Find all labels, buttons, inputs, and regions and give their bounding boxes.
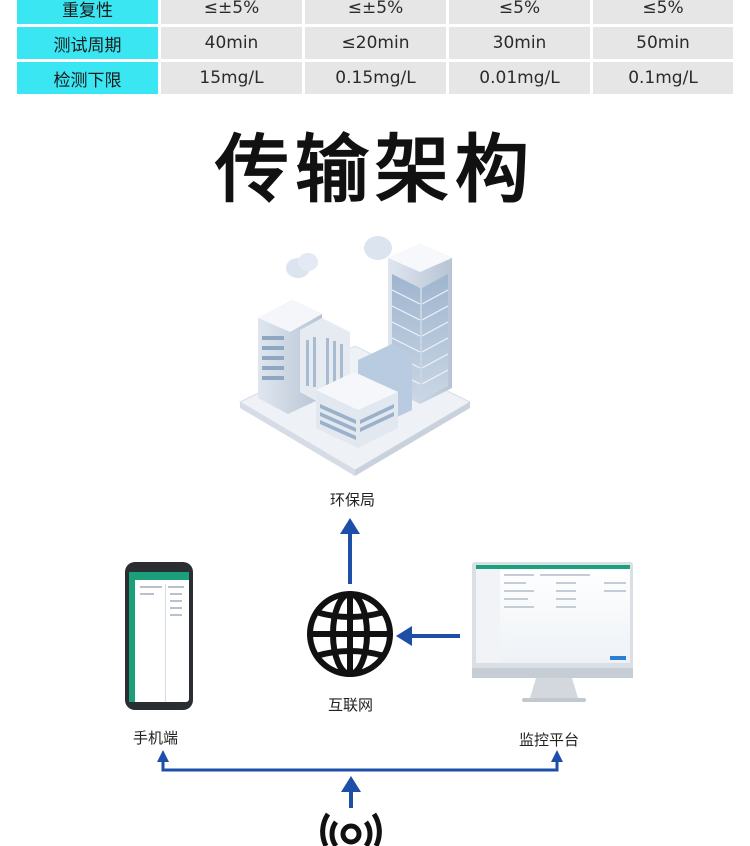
globe-icon (307, 591, 393, 677)
row-header-detection-limit: 检测下限 (17, 62, 158, 94)
table-cell: 30min (449, 27, 590, 59)
row-header-repeatability: 重复性 (17, 0, 158, 24)
table-row: 检测下限 15mg/L 0.15mg/L 0.01mg/L 0.1mg/L (17, 62, 737, 94)
arrow-platform-to-internet (396, 626, 460, 646)
table-cell: ≤±5% (161, 0, 302, 24)
section-title: 传输架构 (215, 127, 535, 213)
distribution-lines (157, 750, 563, 808)
table-cell: ≤±5% (305, 0, 446, 24)
table-cell: 40min (161, 27, 302, 59)
table-cell: ≤5% (449, 0, 590, 24)
table-cell: 50min (593, 27, 733, 59)
table-row: 重复性 ≤±5% ≤±5% ≤5% ≤5% (17, 0, 737, 24)
table-cell: 15mg/L (161, 62, 302, 94)
node-label-internet: 互联网 (328, 696, 374, 714)
row-header-test-cycle: 测试周期 (17, 27, 158, 59)
smartphone-icon (125, 562, 193, 710)
table-cell: ≤5% (593, 0, 733, 24)
node-label-mobile: 手机端 (133, 729, 179, 747)
table-row: 测试周期 40min ≤20min 30min 50min (17, 27, 737, 59)
table-cell: ≤20min (305, 27, 446, 59)
wireless-signal-icon (320, 812, 382, 846)
node-label-epa: 环保局 (330, 491, 376, 509)
city-buildings-icon (238, 236, 472, 476)
table-cell: 0.01mg/L (449, 62, 590, 94)
spec-table: 重复性 ≤±5% ≤±5% ≤5% ≤5% 测试周期 40min ≤20min … (17, 0, 737, 97)
table-cell: 0.15mg/L (305, 62, 446, 94)
monitor-icon (472, 562, 633, 702)
arrow-up-to-epa (340, 518, 360, 584)
node-label-platform: 监控平台 (519, 731, 580, 749)
table-cell: 0.1mg/L (593, 62, 733, 94)
